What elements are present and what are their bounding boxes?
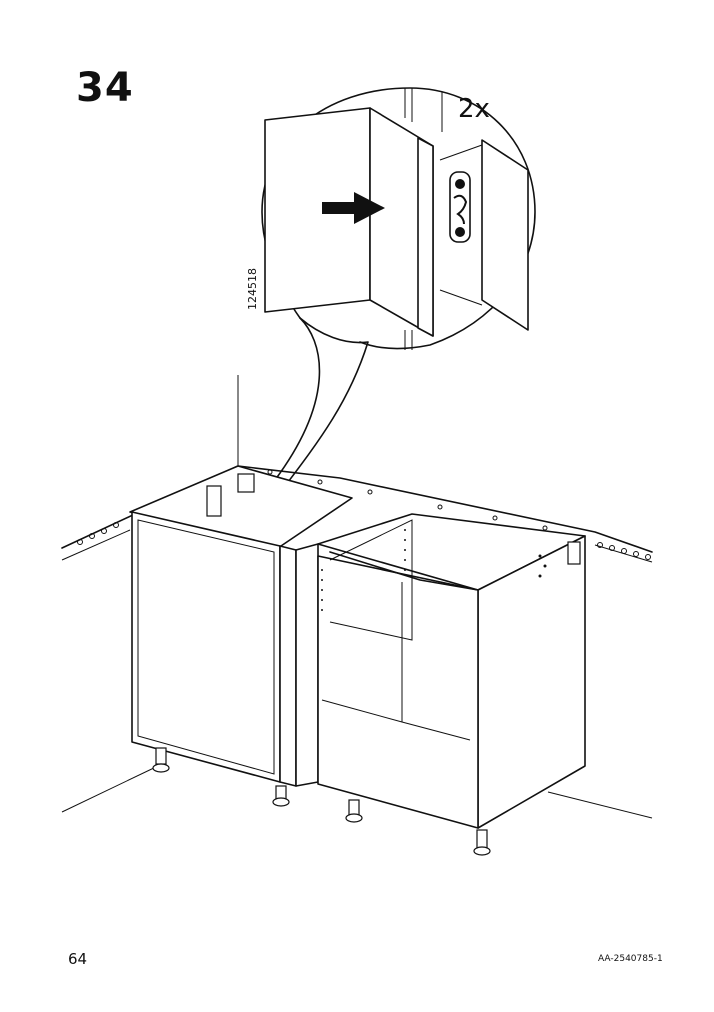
detail-callout: 2x 124518: [246, 87, 536, 491]
part-number: 124518: [246, 268, 259, 310]
cabinet-legs: [152, 747, 491, 856]
corner-cabinet: [129, 465, 353, 787]
right-cabinet: [317, 513, 586, 829]
step-number: 34: [76, 65, 134, 111]
document-code: AA-2540785-1: [598, 954, 663, 964]
page-number: 64: [68, 950, 88, 968]
push-arrow-icon: [322, 192, 385, 224]
hinge-bracket-icon: [449, 171, 471, 243]
quantity-label: 2x: [458, 94, 490, 124]
cabinet-door: [131, 511, 281, 783]
